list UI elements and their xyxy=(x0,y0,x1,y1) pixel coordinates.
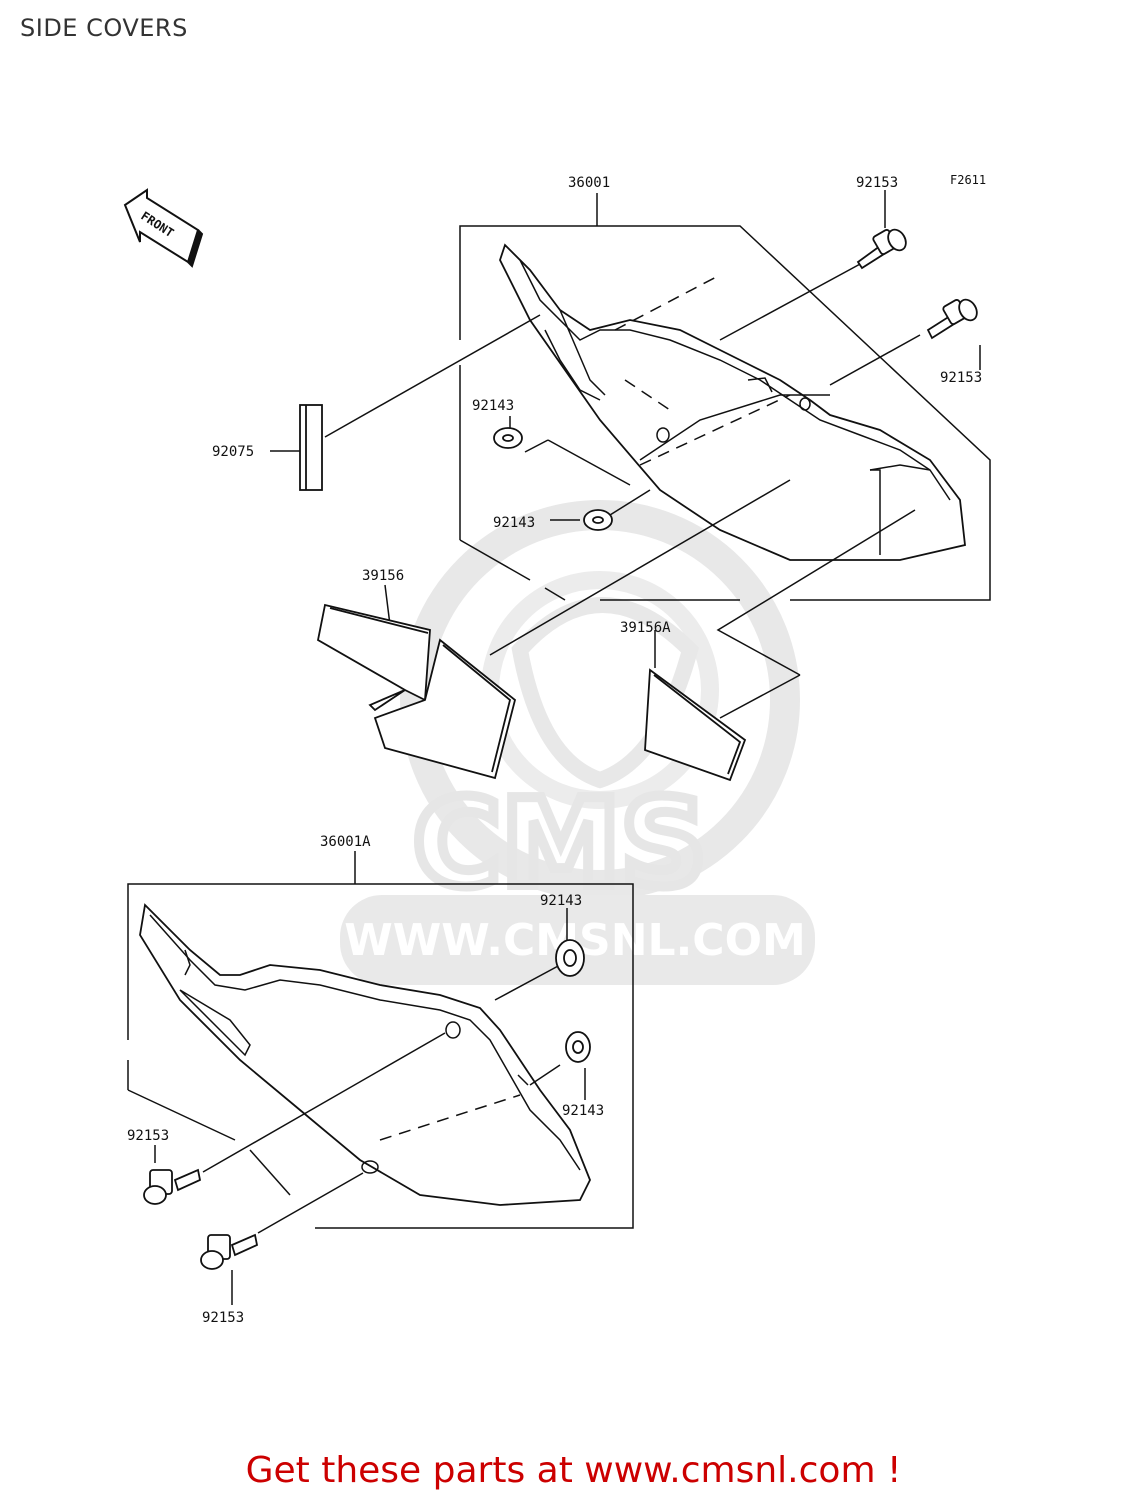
bolt-92153-right xyxy=(926,298,978,340)
grommet-92143-c xyxy=(555,939,585,977)
part-label-92143-c: 92143 xyxy=(540,893,582,909)
lower-cover-assembly xyxy=(127,851,634,1305)
footer-promo-link[interactable]: Get these parts at www.cmsnl.com ! xyxy=(245,1450,902,1491)
part-label-92153-right: 92153 xyxy=(940,370,982,386)
part-label-92153-left-a: 92153 xyxy=(127,1128,169,1144)
page-title: SIDE COVERS xyxy=(20,14,188,42)
watermark-brand: CMS xyxy=(413,775,707,914)
grommet-92143-d xyxy=(565,1031,591,1063)
part-label-92143-d: 92143 xyxy=(562,1103,604,1119)
bolt-92153-left-a xyxy=(143,1168,202,1205)
figure-code: F2611 xyxy=(950,173,986,187)
part-label-92143-b: 92143 xyxy=(493,515,535,531)
part-label-39156: 39156 xyxy=(362,568,404,584)
grommet-92143-a xyxy=(493,427,523,449)
part-label-92153-left-b: 92153 xyxy=(202,1310,244,1326)
pad-92075 xyxy=(299,404,323,491)
part-label-92153-top: 92153 xyxy=(856,175,898,191)
front-arrow-icon: FRONT xyxy=(123,188,204,268)
upper-cover-assembly xyxy=(270,190,991,719)
bolt-92153-top xyxy=(856,228,907,270)
decal-39156a xyxy=(644,668,747,782)
bolt-92153-left-b xyxy=(200,1233,259,1270)
part-label-92143-a: 92143 xyxy=(472,398,514,414)
part-label-36001: 36001 xyxy=(568,175,610,191)
part-label-36001a: 36001A xyxy=(320,834,371,850)
decal-39156 xyxy=(316,603,517,780)
grommet-92143-b xyxy=(583,509,613,531)
parts-diagram: WWW.CMSNL.COM CMS FRONT xyxy=(123,173,991,1326)
part-label-92075: 92075 xyxy=(212,444,254,460)
part-label-39156a: 39156A xyxy=(620,620,671,636)
